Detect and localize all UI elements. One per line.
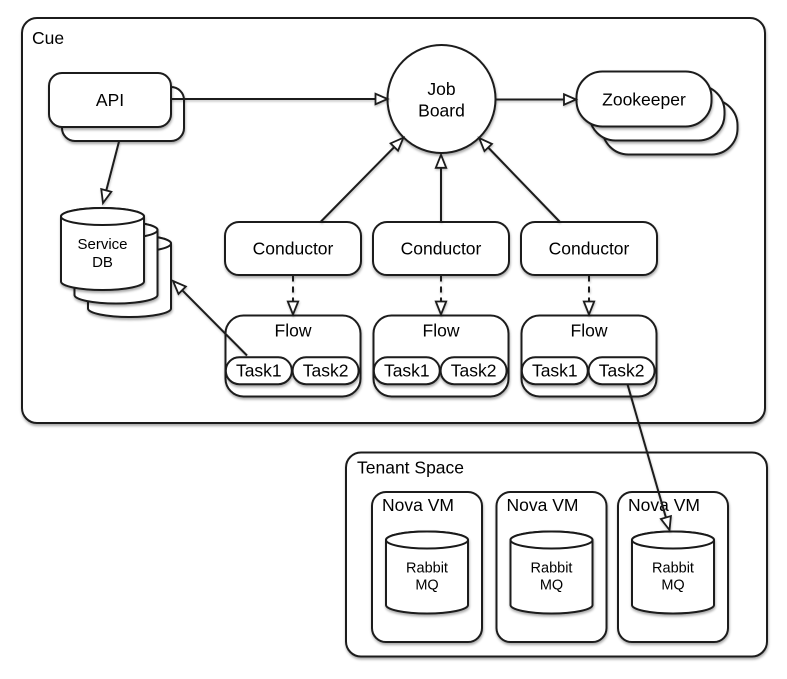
arrow-job-board-to-zookeeper [496,92,579,107]
rabbit-mq-cylinder-3: Rabbit MQ [631,530,715,615]
cue-label: Cue [32,28,64,48]
rabbit-mq-label-2-line2: MQ [540,578,563,594]
conductor-label-2: Conductor [401,239,482,259]
task2-label-3: Task2 [599,361,645,381]
service-db-label-line1: Service [77,236,127,253]
conductor-node-1: Conductor [224,221,362,276]
rabbit-mq-label-3-line2: MQ [661,578,684,594]
api-node: API [48,72,185,142]
flow-label-1: Flow [275,321,312,341]
flow-node-1: Flow Task1 Task2 [224,314,362,398]
task2-pill-2 [439,356,508,386]
service-db-label-line2: DB [92,254,113,271]
service-db-cylinder [60,207,145,291]
arrow-conductor3-to-flow3 [582,275,596,317]
rabbit-mq-cylinder-2: Rabbit MQ [509,530,594,615]
rabbit-mq-lid-1 [385,530,469,550]
tenant-space-label: Tenant Space [357,458,464,478]
rabbit-mq-cylinder-1: Rabbit MQ [385,530,469,615]
arrow-conductor1-to-job-board [319,135,406,223]
arrow-api-to-job-board [171,92,390,106]
rabbit-mq-lid-2 [509,530,594,550]
task1-label-1: Task1 [236,361,282,381]
service-db-lid [60,207,145,226]
job-board-node: Job Board [386,44,497,154]
nova-vm-label-1: Nova VM [382,495,454,515]
job-board-label-line1: Job [427,79,455,99]
rabbit-mq-label-1-line2: MQ [415,578,438,594]
conductor-node-3: Conductor [520,221,658,276]
rabbit-mq-label-3-line1: Rabbit [652,561,694,577]
flow-node-2: Flow Task1 Task2 [372,314,510,398]
flow-label-3: Flow [571,321,608,341]
flow-node-3: Flow Task1 Task2 [520,314,658,398]
zookeeper-node: Zookeeper [575,70,739,156]
arrow-conductor1-to-flow1 [286,275,300,317]
conductor-box-1 [224,221,362,276]
task2-pill-1 [291,356,360,386]
flow-label-2: Flow [423,321,460,341]
conductor-label-3: Conductor [549,239,630,259]
task2-pill-3 [587,356,656,386]
rabbit-mq-label-1-line1: Rabbit [406,561,448,577]
arrow-task1-to-service-db [171,279,248,357]
conductor-box-3 [520,221,658,276]
edges [100,92,672,533]
task1-label-3: Task1 [532,361,578,381]
nova-vm-label-2: Nova VM [507,495,579,515]
arrow-conductor2-to-job-board [434,152,448,222]
rabbit-mq-lid-3 [631,530,715,550]
arrow-conductor2-to-flow2 [434,275,448,317]
conductor-node-2: Conductor [372,221,510,276]
conductor-label-1: Conductor [253,239,334,259]
task1-label-2: Task1 [384,361,430,381]
arrow-conductor3-to-job-board [477,136,561,223]
arrow-api-to-service-db [100,141,120,206]
rabbit-mq-label-2-line1: Rabbit [531,561,573,577]
arrow-task2-to-rabbit-mq3 [626,384,672,533]
api-label: API [96,90,124,110]
nova-vm-label-3: Nova VM [628,495,700,515]
task2-label-1: Task2 [303,361,349,381]
task2-label-2: Task2 [451,361,497,381]
zookeeper-label: Zookeeper [602,90,686,110]
job-board-label-line2: Board [418,101,465,121]
service-db-node: Service DB [60,207,172,318]
